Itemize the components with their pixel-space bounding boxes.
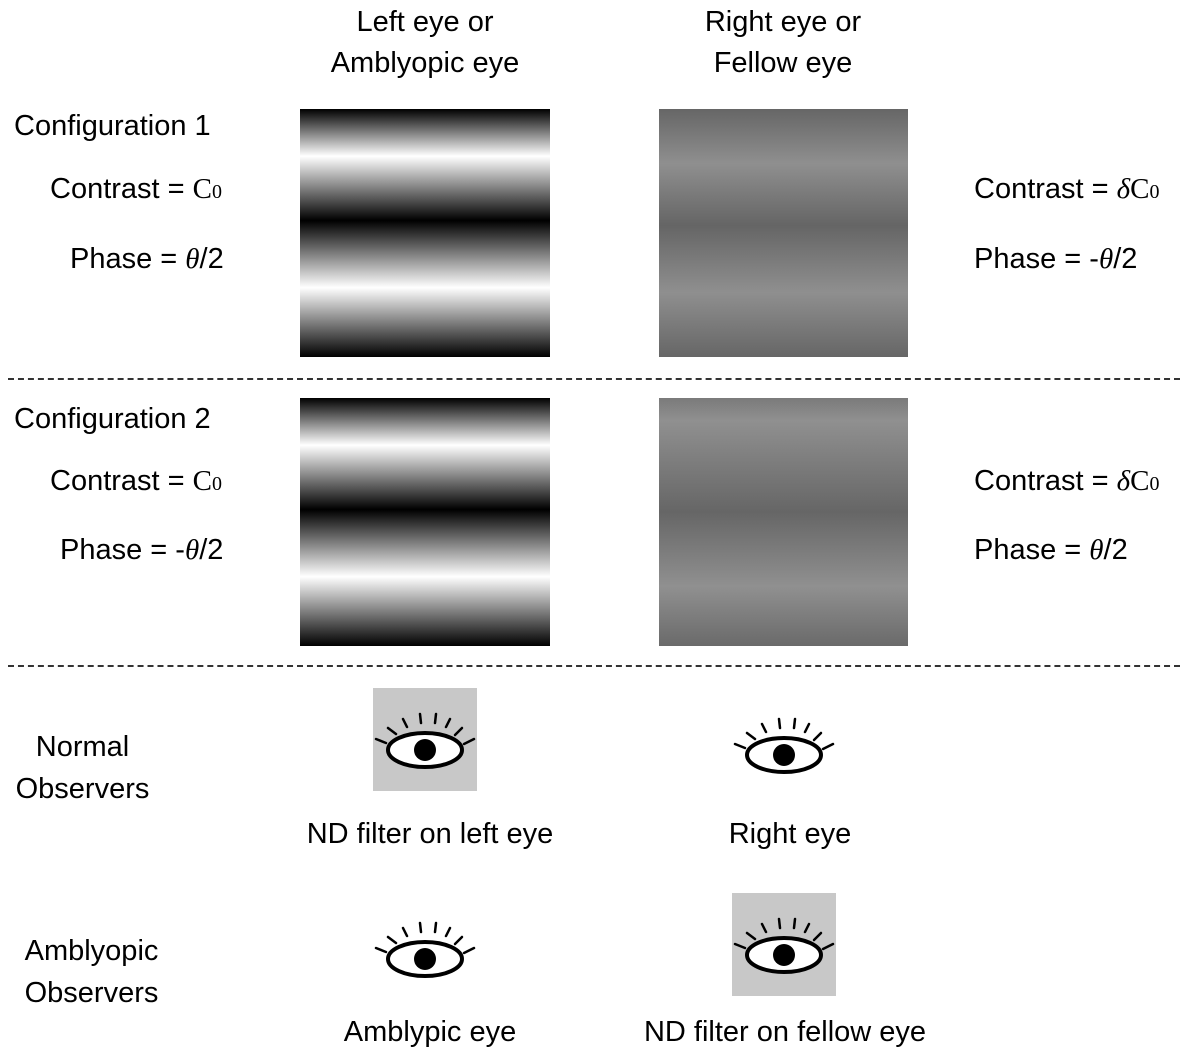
config1-left-contrast-symbol: C xyxy=(192,173,212,205)
config2-left-contrast-sub: 0 xyxy=(212,473,222,495)
config1-right-phase-suffix: /2 xyxy=(1113,243,1138,275)
config2-right-contrast-sub: 0 xyxy=(1149,473,1160,495)
config1-left-grating xyxy=(300,109,550,357)
eye-icon xyxy=(733,917,835,974)
amblyopic-left-caption: Amblypic eye xyxy=(343,1016,517,1048)
config2-right-phase-theta: θ xyxy=(1089,534,1104,566)
config2-right-phase-suffix: /2 xyxy=(1103,534,1128,566)
amblyopic-observers-label: Amblyopic Observers xyxy=(4,937,179,1008)
amblyopic-observers-line2: Observers xyxy=(24,977,159,1009)
config1-right-grating xyxy=(659,109,908,357)
config1-left-phase-suffix: /2 xyxy=(199,243,224,275)
config1-left-phase-prefix: Phase = xyxy=(70,243,186,275)
config1-left-phase-theta: θ xyxy=(185,243,200,275)
config2-left-contrast: Contrast = C0 xyxy=(50,467,222,496)
amblyopic-right-caption: ND filter on fellow eye xyxy=(643,1016,927,1048)
config2-left-phase-theta: θ xyxy=(184,534,200,566)
left-eye-header-line1: Left eye or xyxy=(356,6,494,38)
config1-left-contrast-prefix: Contrast = xyxy=(50,173,193,205)
config1-right-contrast-sub: 0 xyxy=(1149,181,1160,203)
config2-left-grating xyxy=(300,398,550,646)
eye-icon xyxy=(374,921,476,978)
config2-left-phase-suffix: /2 xyxy=(199,534,224,566)
config2-left-contrast-symbol: C xyxy=(192,465,212,497)
config1-left-contrast: Contrast = C0 xyxy=(50,175,222,204)
config1-right-contrast-symbol: C xyxy=(1130,173,1150,205)
normal-left-caption: ND filter on left eye xyxy=(306,818,554,850)
config1-left-contrast-sub: 0 xyxy=(212,181,222,203)
config1-right-phase-prefix: Phase = - xyxy=(974,243,1099,275)
config1-title: Configuration 1 xyxy=(14,110,211,142)
config1-right-contrast-delta: δ xyxy=(1116,173,1131,205)
normal-observers-line2: Observers xyxy=(15,773,150,805)
config2-title: Configuration 2 xyxy=(14,403,211,435)
left-eye-header: Left eye or Amblyopic eye xyxy=(290,8,560,78)
config2-right-phase: Phase = θ/2 xyxy=(974,536,1128,565)
left-eye-header-line2: Amblyopic eye xyxy=(330,47,520,79)
config2-right-phase-prefix: Phase = xyxy=(974,534,1090,566)
config2-left-phase-prefix: Phase = - xyxy=(60,534,185,566)
config1-right-contrast-prefix: Contrast = xyxy=(974,173,1117,205)
divider-bottom xyxy=(8,665,1180,667)
config2-left-phase: Phase = -θ/2 xyxy=(60,536,223,565)
eye-icon xyxy=(733,717,835,774)
config1-left-phase: Phase = θ/2 xyxy=(70,245,224,274)
config2-right-contrast-delta: δ xyxy=(1116,465,1131,497)
right-eye-header-line2: Fellow eye xyxy=(713,47,853,79)
eye-icon xyxy=(374,712,476,769)
right-eye-header: Right eye or Fellow eye xyxy=(648,8,918,78)
config2-right-grating xyxy=(659,398,908,646)
config2-right-contrast-symbol: C xyxy=(1130,465,1150,497)
config2-left-contrast-prefix: Contrast = xyxy=(50,465,193,497)
normal-right-caption: Right eye xyxy=(728,818,852,850)
config1-right-contrast: Contrast = δC0 xyxy=(974,175,1159,204)
config2-right-contrast: Contrast = δC0 xyxy=(974,467,1159,496)
config2-right-contrast-prefix: Contrast = xyxy=(974,465,1117,497)
amblyopic-observers-line1: Amblyopic xyxy=(24,935,159,967)
config1-right-phase: Phase = -θ/2 xyxy=(974,245,1137,274)
normal-observers-line1: Normal xyxy=(35,731,130,763)
right-eye-header-line1: Right eye or xyxy=(704,6,862,38)
config1-right-phase-theta: θ xyxy=(1098,243,1114,275)
normal-observers-label: Normal Observers xyxy=(10,733,155,804)
divider-top xyxy=(8,378,1180,380)
